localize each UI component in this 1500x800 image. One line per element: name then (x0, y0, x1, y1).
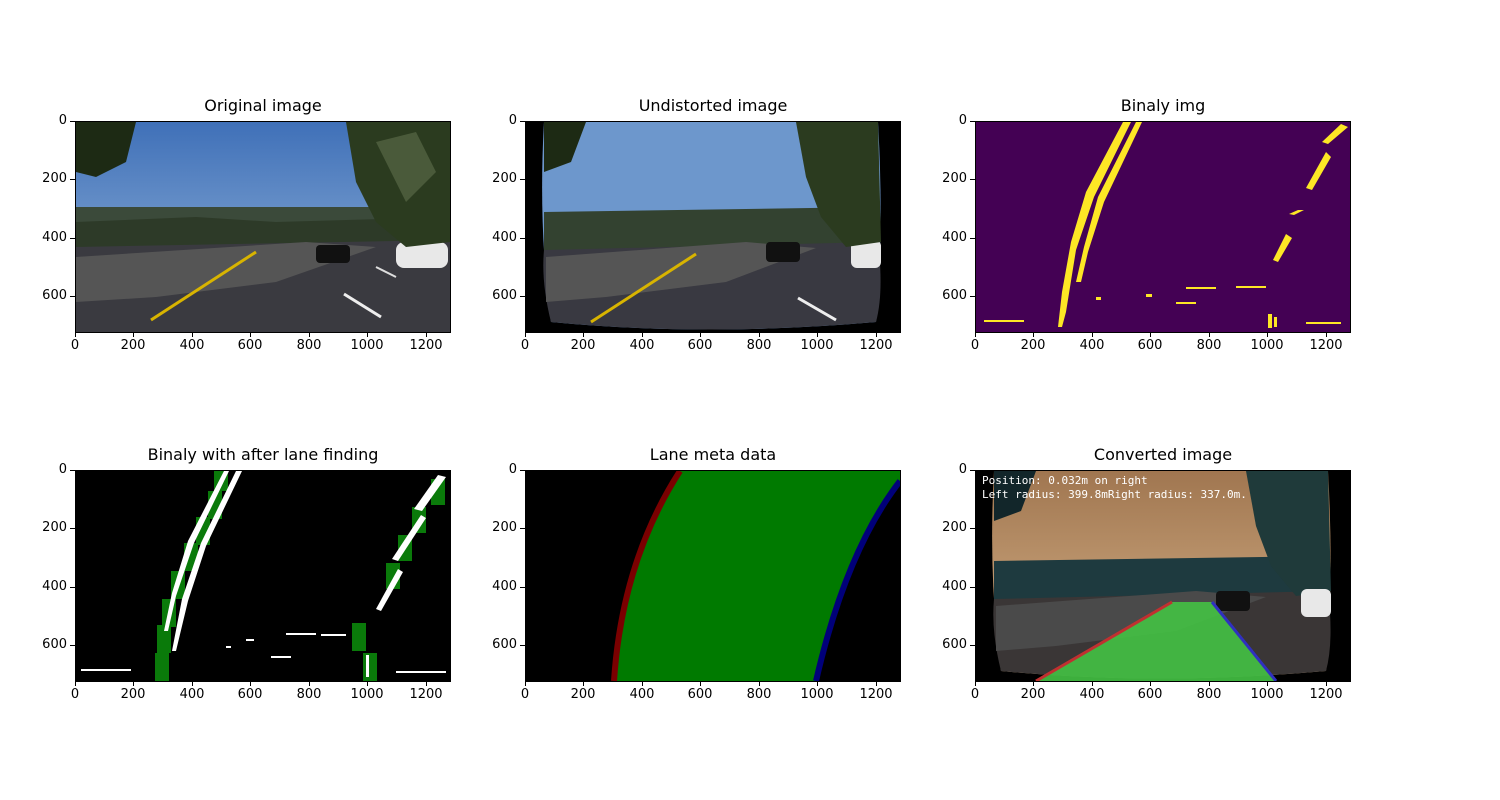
y-tick-label: 400 (33, 580, 75, 594)
x-tick-label: 0 (955, 681, 995, 702)
lane-finding-image (75, 470, 451, 682)
x-tick-label: 1200 (406, 332, 446, 353)
x-tick-label: 400 (1072, 681, 1112, 702)
x-tick-label: 1200 (1306, 681, 1346, 702)
x-tick-label: 1200 (406, 681, 446, 702)
x-tick-label: 200 (1013, 332, 1053, 353)
x-tick-label: 800 (1189, 332, 1229, 353)
x-tick-label: 1000 (1247, 681, 1287, 702)
x-tick-label: 1000 (797, 332, 837, 353)
y-tick-label: 600 (33, 638, 75, 652)
x-tick-label: 1200 (1306, 332, 1346, 353)
position-readout: Position: 0.032m on right (982, 474, 1148, 487)
x-tick-label: 200 (563, 681, 603, 702)
y-tick-label: 200 (933, 521, 975, 535)
x-tick-label: 400 (1072, 332, 1112, 353)
y-tick-label: 400 (933, 580, 975, 594)
x-tick-label: 600 (230, 332, 270, 353)
panel-title: Binaly img (1120, 96, 1206, 115)
y-tick-label: 0 (933, 114, 975, 128)
panel-lane-meta-data: Lane meta data 0 200 400 600 0 200 400 6… (492, 445, 901, 702)
x-tick-label: 0 (505, 332, 545, 353)
x-tick-label: 0 (55, 681, 95, 702)
converted-image: Position: 0.032m on right Left radius: 3… (975, 470, 1351, 682)
x-tick-label: 600 (680, 332, 720, 353)
panel-title: Original image (204, 96, 322, 115)
x-tick-label: 200 (113, 681, 153, 702)
y-tick-label: 0 (483, 463, 525, 477)
x-tick-label: 200 (1013, 681, 1053, 702)
radius-readout: Left radius: 399.8mRight radius: 337.0m. (982, 488, 1247, 501)
panel-undistorted-image: Undistorted image 0 200 400 600 0 200 40… (492, 96, 901, 353)
y-tick-label: 400 (33, 231, 75, 245)
x-tick-label: 400 (622, 332, 662, 353)
x-tick-label: 800 (289, 681, 329, 702)
y-tick-label: 400 (483, 231, 525, 245)
x-tick-label: 0 (955, 332, 995, 353)
y-tick-label: 400 (483, 580, 525, 594)
y-tick-label: 600 (933, 289, 975, 303)
x-tick-label: 1000 (1247, 332, 1287, 353)
x-tick-label: 0 (55, 332, 95, 353)
undistorted-image (525, 121, 901, 333)
y-tick-label: 600 (933, 638, 975, 652)
x-tick-label: 800 (739, 681, 779, 702)
x-tick-label: 600 (1130, 332, 1170, 353)
y-tick-label: 0 (33, 463, 75, 477)
y-tick-label: 0 (933, 463, 975, 477)
x-tick-label: 1000 (347, 681, 387, 702)
x-tick-label: 0 (505, 681, 545, 702)
x-tick-label: 1200 (856, 681, 896, 702)
original-image (75, 121, 451, 333)
binary-image (975, 121, 1351, 333)
y-tick-label: 0 (483, 114, 525, 128)
x-tick-label: 800 (739, 332, 779, 353)
y-tick-label: 200 (483, 521, 525, 535)
x-tick-label: 600 (680, 681, 720, 702)
x-tick-label: 400 (172, 332, 212, 353)
x-tick-label: 200 (113, 332, 153, 353)
x-tick-label: 800 (289, 332, 329, 353)
y-tick-label: 200 (933, 172, 975, 186)
y-tick-label: 600 (483, 638, 525, 652)
y-tick-label: 400 (933, 231, 975, 245)
panel-original-image: Original image 0 200 400 600 0 200 4 (42, 96, 451, 353)
x-tick-label: 1000 (797, 681, 837, 702)
panel-lane-finding: Binaly with after lane finding (42, 445, 451, 702)
panel-title: Converted image (1093, 445, 1233, 464)
x-tick-label: 600 (1130, 681, 1170, 702)
panel-converted-image: Converted image Position: 0.032m on righ… (942, 445, 1351, 702)
x-tick-label: 400 (622, 681, 662, 702)
y-tick-label: 200 (483, 172, 525, 186)
panel-binary-image: Binaly img 0 200 400 (942, 96, 1351, 353)
y-tick-label: 600 (483, 289, 525, 303)
panel-title: Binaly with after lane finding (147, 445, 379, 464)
y-tick-label: 0 (33, 114, 75, 128)
panel-title: Lane meta data (649, 445, 777, 464)
y-tick-label: 200 (33, 521, 75, 535)
x-tick-label: 1000 (347, 332, 387, 353)
x-tick-label: 600 (230, 681, 270, 702)
x-tick-label: 800 (1189, 681, 1229, 702)
y-tick-label: 200 (33, 172, 75, 186)
lane-meta-image (525, 470, 901, 682)
x-tick-label: 400 (172, 681, 212, 702)
panel-title: Undistorted image (638, 96, 788, 115)
y-tick-label: 600 (33, 289, 75, 303)
x-tick-label: 1200 (856, 332, 896, 353)
x-tick-label: 200 (563, 332, 603, 353)
